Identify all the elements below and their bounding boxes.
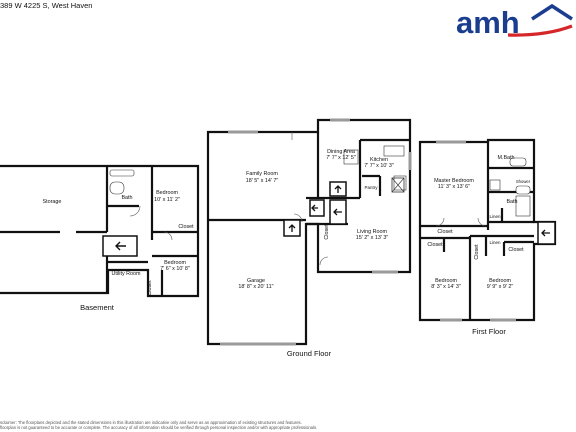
basement-closet2-label: Closet bbox=[147, 280, 153, 296]
address-text: 389 W 4225 S, West Haven bbox=[0, 1, 93, 10]
garage-label: Garage bbox=[247, 278, 265, 284]
linen1-label: Linen bbox=[489, 214, 501, 219]
disclaimer-line-2: floorplan is not guaranteed to be accura… bbox=[0, 425, 318, 430]
dining-table-icon bbox=[343, 149, 359, 165]
ground-closet-label: Closet bbox=[324, 224, 330, 240]
kitchen-label: Kitchen bbox=[370, 157, 388, 163]
family-room-label: Family Room bbox=[246, 171, 278, 177]
basement-bedroom1-dims: 10' x 11' 2" bbox=[154, 197, 180, 203]
first-closet3-label: Closet bbox=[508, 247, 524, 253]
pantry-label: Pantry bbox=[364, 185, 378, 190]
amh-logo: amh bbox=[456, 3, 573, 40]
mbath-toilet-icon bbox=[509, 157, 527, 167]
disclaimer-line-1: sclaimer: The floorplans depicted and th… bbox=[0, 420, 302, 425]
first-bedroom1-label: Bedroom bbox=[435, 278, 457, 284]
bathtub-icon bbox=[515, 195, 531, 217]
kitchen-sink-icon bbox=[383, 145, 405, 157]
storage-label: Storage bbox=[43, 199, 62, 205]
first-closet1-label: Closet bbox=[437, 229, 453, 235]
dining-area-dims: 7' 7" x 12' 5" bbox=[326, 155, 356, 161]
basement-bedroom1-label: Bedroom bbox=[156, 190, 178, 196]
kitchen-dims: 7' 7" x 10' 3" bbox=[364, 163, 394, 169]
mbath-sink-icon bbox=[489, 179, 501, 191]
first-bedroom2-dims: 9' 9" x 9' 2" bbox=[487, 284, 514, 290]
bath-toilet-icon bbox=[515, 185, 531, 195]
master-bedroom-label: Master Bedroom bbox=[434, 178, 474, 184]
disclaimer: sclaimer: The floorplans depicted and th… bbox=[0, 420, 576, 430]
first-floor-title: First Floor bbox=[472, 327, 506, 336]
ground-floor-title: Ground Floor bbox=[287, 349, 332, 358]
ground-stair-arrow-icon-2 bbox=[329, 199, 347, 225]
first-bath-label: Bath bbox=[506, 199, 517, 205]
basement-title: Basement bbox=[80, 303, 115, 312]
shower-label: Shower bbox=[516, 179, 531, 184]
ground-stair-arrow-icon-3 bbox=[329, 181, 347, 197]
linen2-label: Linen bbox=[489, 240, 501, 245]
living-room-label: Living Room bbox=[357, 229, 387, 235]
stove-icon bbox=[391, 177, 405, 193]
first-bedroom2-label: Bedroom bbox=[489, 278, 511, 284]
mbath-label: M.Bath bbox=[497, 155, 514, 161]
first-closet4-label: Closet bbox=[474, 244, 480, 260]
garage-stair-arrow-icon bbox=[283, 219, 301, 237]
basement-bedroom2-label: Bedroom bbox=[164, 260, 186, 266]
living-room-dims: 15' 2" x 13' 3" bbox=[356, 235, 389, 241]
basement-bedroom2-dims: 7' 6" x 10' 8" bbox=[160, 266, 190, 272]
utility-room-label: Utility Room bbox=[111, 271, 141, 277]
family-room-dims: 18' 5" x 14' 7" bbox=[246, 178, 279, 184]
dining-area-label: Dining Area bbox=[327, 149, 355, 155]
basement-sink-icon bbox=[109, 169, 135, 177]
ground-stair-arrow-icon-1 bbox=[309, 199, 325, 217]
basement-toilet-icon bbox=[109, 181, 125, 195]
basement-bath-label: Bath bbox=[121, 195, 132, 201]
basement-stair-arrow-icon bbox=[102, 235, 138, 257]
basement-closet-label: Closet bbox=[178, 224, 194, 230]
first-bedroom1-dims: 8' 3" x 14' 3" bbox=[431, 284, 461, 290]
master-bedroom-dims: 11' 3" x 13' 6" bbox=[438, 184, 470, 190]
first-closet2-label: Closet bbox=[427, 242, 443, 248]
garage-dims: 18' 8" x 20' 11" bbox=[238, 284, 273, 290]
first-stair-arrow-icon bbox=[537, 221, 556, 245]
